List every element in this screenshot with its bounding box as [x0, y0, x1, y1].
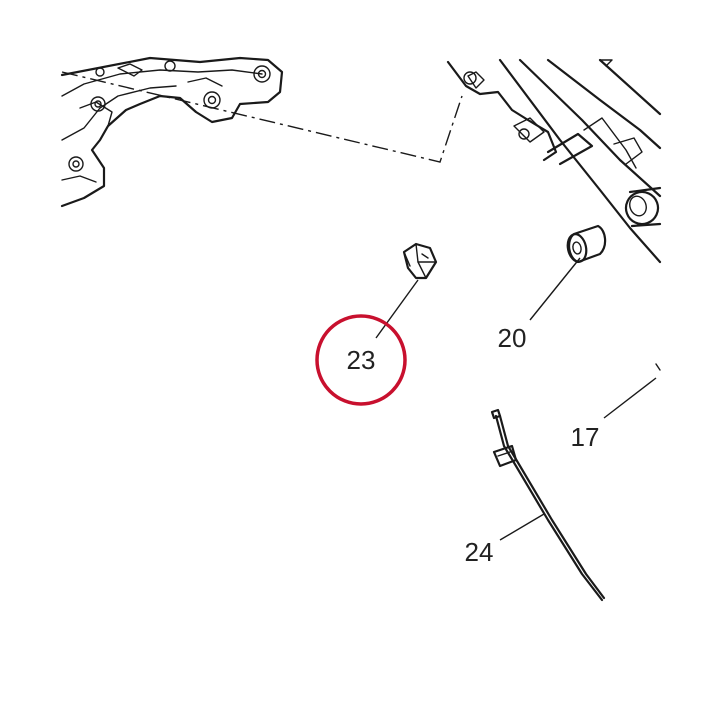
callout-label-20: 20 [498, 323, 527, 353]
leader-line-17 [603, 377, 657, 419]
bushing-17 [624, 186, 662, 371]
frame-casting-left [60, 56, 284, 208]
callout-label-23: 23 [347, 345, 376, 375]
frame-right [446, 58, 662, 264]
leader-line-24 [499, 513, 545, 541]
leader-line-23 [375, 279, 419, 339]
callout-label-17: 17 [571, 422, 600, 452]
callout-label-24: 24 [465, 537, 494, 567]
center-line [61, 71, 463, 163]
highlight-circle [315, 314, 407, 406]
cable-tie-24 [490, 408, 606, 602]
grommet-20 [566, 224, 607, 264]
clip-nut-23 [402, 242, 438, 280]
leader-line-20 [529, 257, 581, 321]
